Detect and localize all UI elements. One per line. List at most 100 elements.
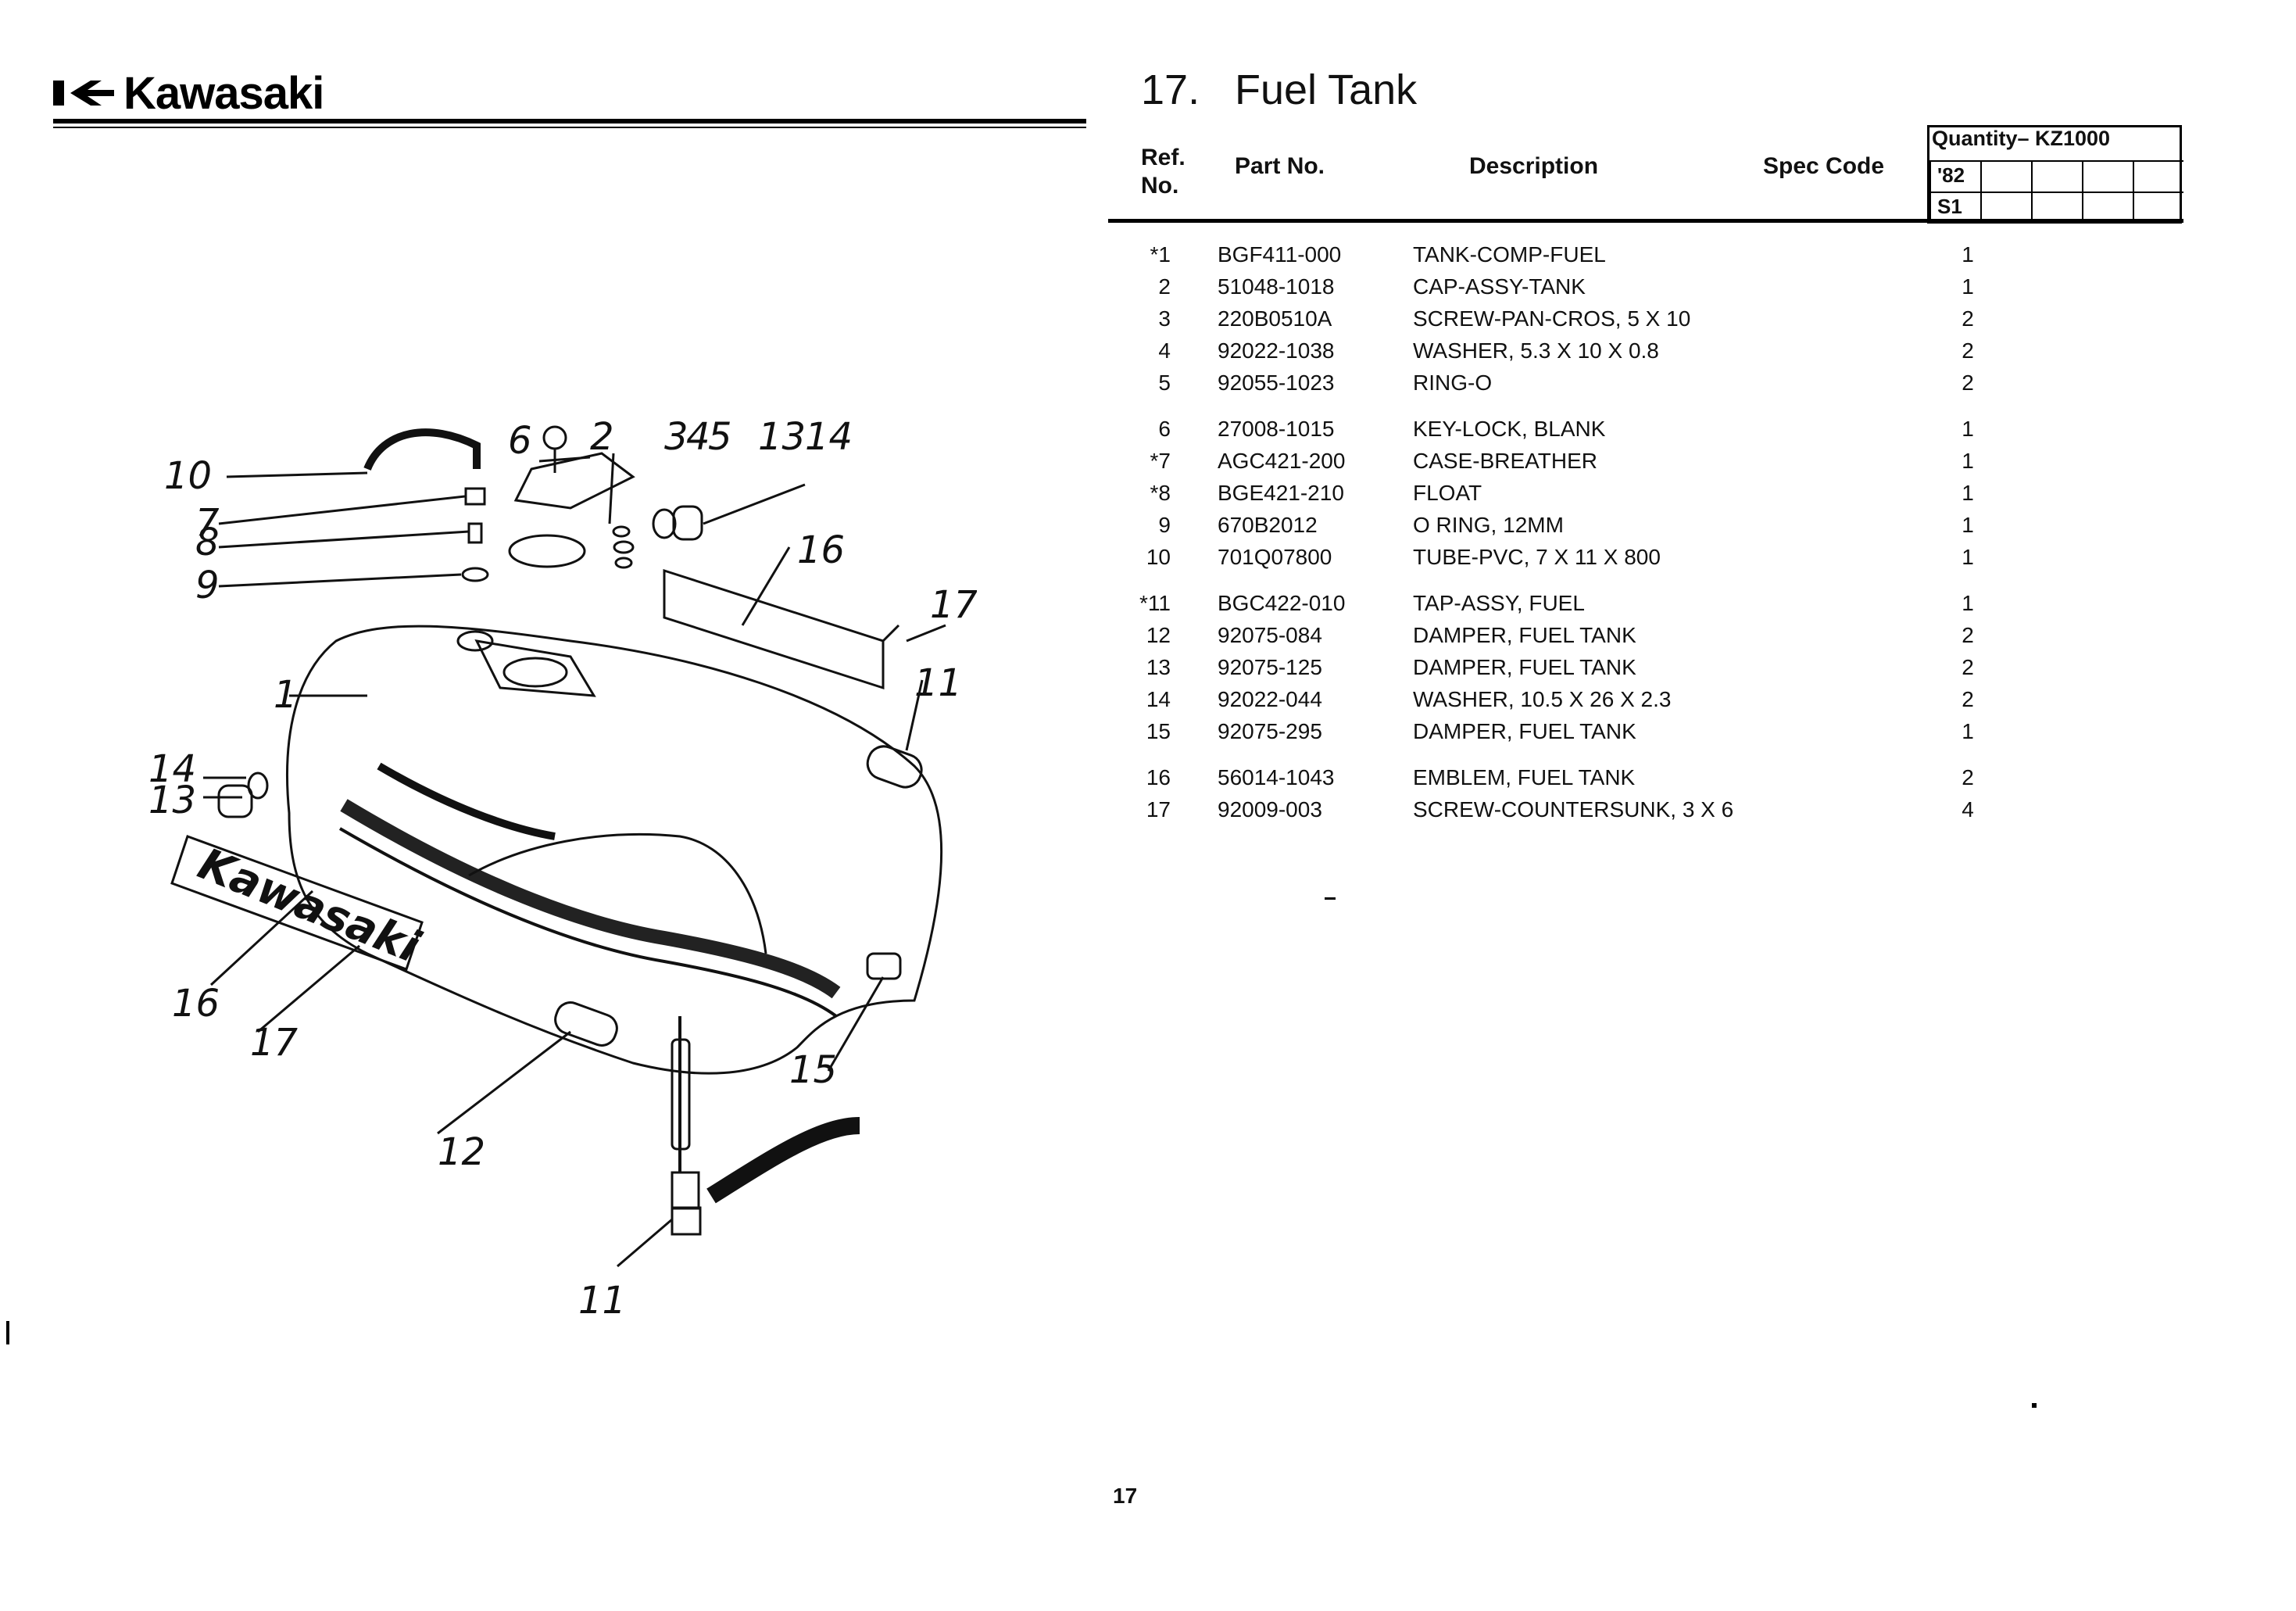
description-cell: DAMPER, FUEL TANK bbox=[1413, 623, 1636, 647]
callout-17: 17 bbox=[930, 583, 977, 627]
ref-no-cell: 6 bbox=[1158, 417, 1171, 441]
ref-no-cell: 4 bbox=[1158, 338, 1171, 363]
ref-no-cell: 10 bbox=[1146, 545, 1171, 569]
quantity-cell: 1 bbox=[1962, 545, 1974, 569]
description-cell: CAP-ASSY-TANK bbox=[1413, 274, 1586, 299]
parts-list: *1 BGF411-000 TANK-COMP-FUEL 1 2 51048-1018 C… bbox=[1108, 242, 2183, 829]
table-row: *1 BGF411-000 TANK-COMP-FUEL 1 bbox=[1108, 242, 2183, 274]
description-cell: TUBE-PVC, 7 X 11 X 800 bbox=[1413, 545, 1661, 569]
table-row: 2 51048-1018 CAP-ASSY-TANK 1 bbox=[1108, 274, 2183, 306]
part-no-cell: 670B2012 bbox=[1218, 513, 1318, 537]
part-no-cell: 27008-1015 bbox=[1218, 417, 1335, 441]
ref-no-cell: 2 bbox=[1158, 274, 1171, 299]
callout-3: 3 bbox=[664, 415, 688, 459]
header-rule-thin bbox=[53, 127, 1086, 128]
callout-12: 12 bbox=[438, 1130, 485, 1174]
ref-no-cell: *1 bbox=[1150, 242, 1171, 267]
fuel-cap bbox=[513, 452, 635, 510]
scan-speck bbox=[2032, 1403, 2037, 1408]
callout-16b: 16 bbox=[172, 982, 220, 1026]
part-no-cell: 92075-125 bbox=[1218, 655, 1322, 679]
header-rule bbox=[53, 119, 1086, 124]
description-cell: O RING, 12MM bbox=[1413, 513, 1564, 537]
part-no-cell: BGF411-000 bbox=[1218, 242, 1342, 267]
part-no-cell: 92022-044 bbox=[1218, 687, 1322, 711]
column-header-part-no: Part No. bbox=[1235, 153, 1325, 179]
table-row: 10 701Q07800 TUBE-PVC, 7 X 11 X 800 1 bbox=[1108, 545, 2183, 577]
callout-14: 14 bbox=[805, 415, 853, 459]
ref-no-cell: 15 bbox=[1146, 719, 1171, 743]
rear-bracket bbox=[663, 568, 885, 690]
scan-speck bbox=[6, 1321, 9, 1344]
quantity-cell: 1 bbox=[1962, 449, 1974, 473]
callout-9: 9 bbox=[195, 564, 220, 607]
ref-no-cell: *8 bbox=[1150, 481, 1171, 505]
ref-no-cell: 3 bbox=[1158, 306, 1171, 331]
quantity-cell: 1 bbox=[1962, 513, 1974, 537]
description-cell: DAMPER, FUEL TANK bbox=[1413, 655, 1636, 679]
table-row: 4 92022-1038 WASHER, 5.3 X 10 X 0.8 2 bbox=[1108, 338, 2183, 371]
description-cell: WASHER, 5.3 X 10 X 0.8 bbox=[1413, 338, 1659, 363]
callout-10: 10 bbox=[164, 454, 212, 498]
part-no-cell: BGE421-210 bbox=[1218, 481, 1344, 505]
callout-13: 13 bbox=[758, 415, 806, 459]
tank-stripe bbox=[340, 799, 841, 999]
quantity-cell: 1 bbox=[1962, 274, 1974, 299]
brand-name: Kawasaki bbox=[123, 67, 324, 119]
description-cell: SCREW-COUNTERSUNK, 3 X 6 bbox=[1413, 797, 1734, 822]
ref-no-cell: 17 bbox=[1146, 797, 1171, 822]
section-number: 17. bbox=[1141, 66, 1200, 113]
description-cell: FLOAT bbox=[1413, 481, 1482, 505]
quantity-cell: 1 bbox=[1962, 719, 1974, 743]
column-header-spec-code: Spec Code bbox=[1763, 153, 1885, 179]
part-no-cell: 701Q07800 bbox=[1218, 545, 1332, 569]
callout-2: 2 bbox=[590, 415, 614, 459]
description-cell: EMBLEM, FUEL TANK bbox=[1413, 765, 1636, 789]
callout-14b: 14 bbox=[148, 747, 196, 791]
part-no-cell: AGC421-200 bbox=[1218, 449, 1346, 473]
breather-tube bbox=[363, 428, 481, 471]
part-no-cell: 56014-1043 bbox=[1218, 765, 1335, 789]
callout-16: 16 bbox=[797, 528, 845, 572]
quantity-cell: 4 bbox=[1962, 797, 1974, 822]
ref-no-cell: 5 bbox=[1158, 371, 1171, 395]
callout-11b: 11 bbox=[578, 1279, 626, 1323]
ref-no-cell: 12 bbox=[1146, 623, 1171, 647]
table-header-rule bbox=[1108, 219, 2183, 223]
quantity-cell: 1 bbox=[1962, 591, 1974, 615]
quantity-cell: 2 bbox=[1962, 655, 1974, 679]
description-cell: WASHER, 10.5 X 26 X 2.3 bbox=[1413, 687, 1672, 711]
quantity-cell: 2 bbox=[1962, 338, 1974, 363]
part-no-cell: 92022-1038 bbox=[1218, 338, 1335, 363]
quantity-label: Quantity– KZ1000 bbox=[1932, 127, 2111, 150]
part-no-cell: 92009-003 bbox=[1218, 797, 1322, 822]
callout-15: 15 bbox=[789, 1048, 837, 1092]
column-header-ref-no: Ref. No. bbox=[1141, 145, 1186, 199]
part-no-cell: 220B0510A bbox=[1218, 306, 1332, 331]
emblem-outline bbox=[170, 835, 424, 971]
part-no-cell: 92055-1023 bbox=[1218, 371, 1335, 395]
quantity-cell: 2 bbox=[1962, 623, 1974, 647]
quantity-cell: 1 bbox=[1962, 242, 1974, 267]
kawasaki-logo: Kawasaki bbox=[53, 67, 324, 119]
quantity-year: '82 bbox=[1937, 163, 1965, 187]
fuel-tank-outline bbox=[286, 625, 943, 1075]
quantity-cell: 2 bbox=[1962, 306, 1974, 331]
filler-opening bbox=[474, 639, 596, 697]
description-cell: KEY-LOCK, BLANK bbox=[1413, 417, 1606, 441]
part-no-cell: 51048-1018 bbox=[1218, 274, 1335, 299]
description-cell: TANK-COMP-FUEL bbox=[1413, 242, 1606, 267]
ref-no-cell: 16 bbox=[1146, 765, 1171, 789]
callout-4: 4 bbox=[686, 415, 710, 459]
part-no-cell: 92075-295 bbox=[1218, 719, 1322, 743]
